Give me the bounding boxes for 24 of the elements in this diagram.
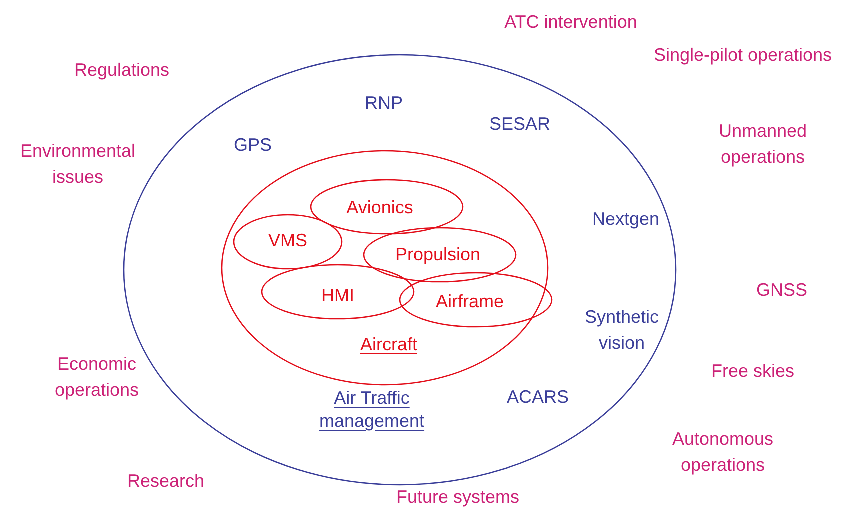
topic-label: Unmanned operations (718, 120, 808, 169)
topic-label: Future systems (395, 486, 521, 508)
component-label: VMS (267, 230, 308, 252)
group-heading: Air Traffic management (318, 387, 426, 433)
topic-label: Environmental issues (19, 140, 137, 189)
component-label: Avionics (346, 196, 414, 220)
topic-label: SESAR (488, 113, 552, 136)
topic-label: Nextgen (591, 208, 661, 231)
topic-label: ATC intervention (504, 11, 638, 34)
topic-label: Economic operations (54, 353, 140, 402)
topic-label: Research (126, 470, 206, 493)
group-heading: Aircraft (359, 334, 418, 356)
topic-label: Regulations (73, 59, 171, 82)
topic-label: Synthetic vision (584, 306, 660, 355)
topic-label: RNP (364, 92, 404, 115)
topic-label: Free skies (710, 360, 796, 383)
topic-label: GNSS (755, 279, 808, 302)
topic-label: ACARS (506, 386, 570, 409)
topic-label: Autonomous operations (671, 428, 775, 477)
topic-label: Single-pilot operations (652, 44, 834, 67)
topic-label: GPS (232, 134, 273, 157)
component-label: HMI (320, 284, 356, 308)
component-label: Propulsion (394, 244, 482, 266)
component-label: Airframe (434, 290, 505, 314)
